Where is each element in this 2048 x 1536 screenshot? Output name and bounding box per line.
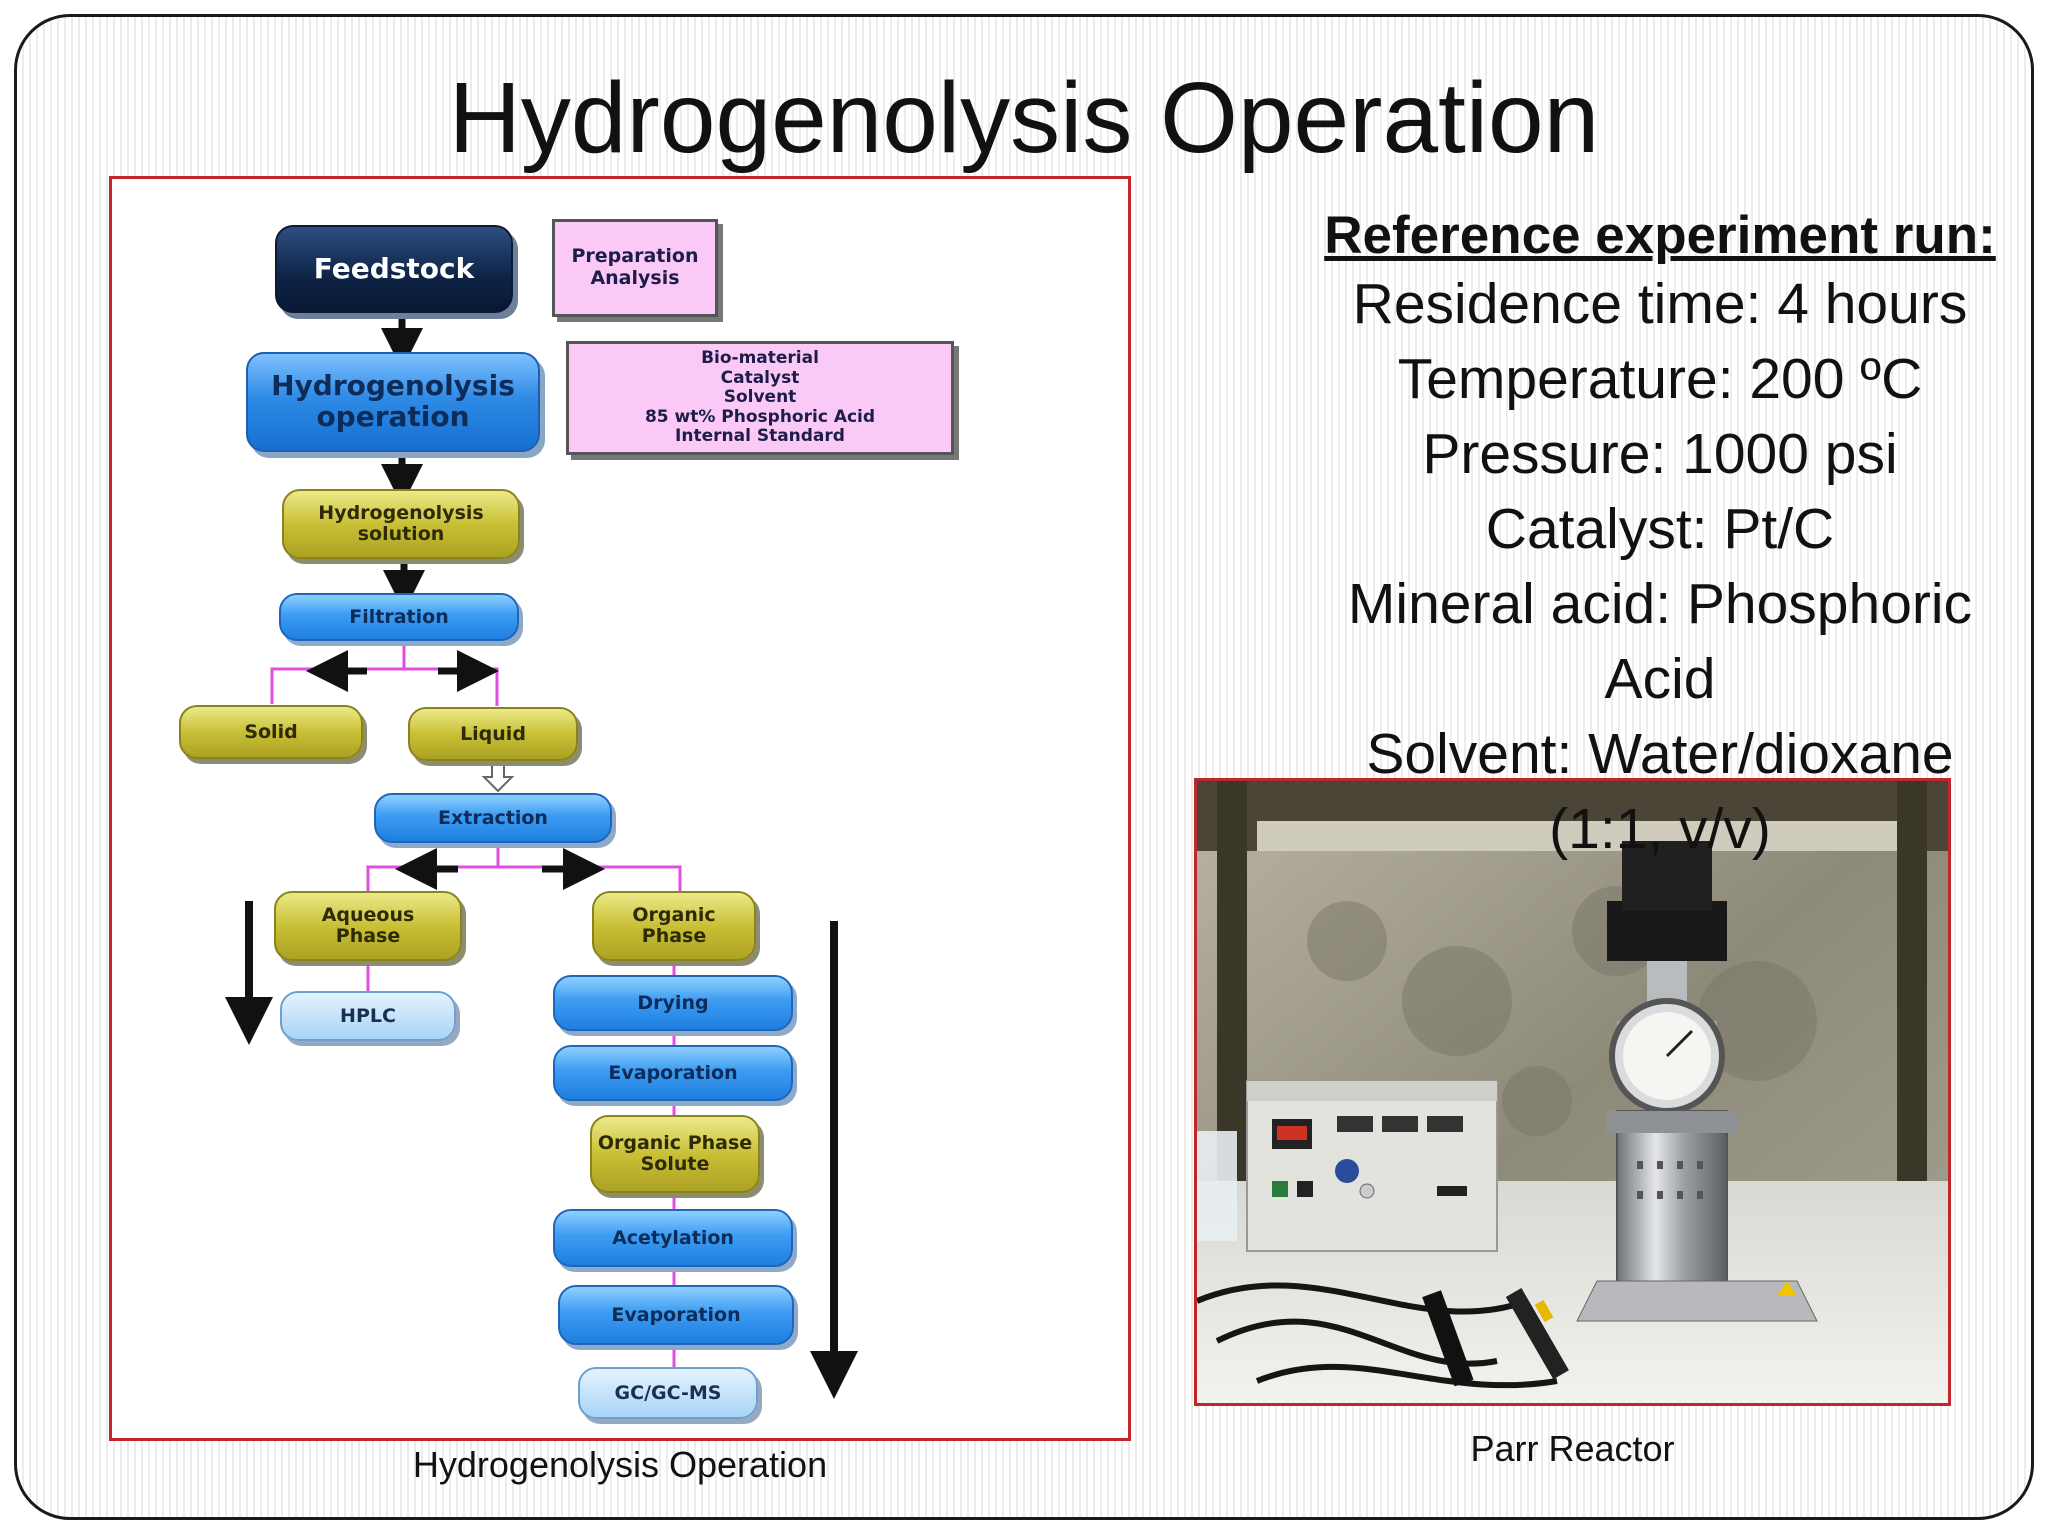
parr-reactor-photo [1194,778,1951,1406]
node-solid: Solid [179,705,363,759]
param-mineral-acid: Mineral acid: Phosphoric [1347,572,1973,636]
param-mineral-acid-cont: Acid [1604,647,1716,711]
node-drying: Drying [553,975,793,1031]
reference-run-heading: Reference experiment run: [1324,206,1996,265]
slide-title: Hydrogenolysis Operation [448,62,1600,174]
node-organic-phase: Organic Phase [592,891,756,961]
param-solvent: Solvent: Water/dioxane [1366,722,1954,786]
param-temperature: Temperature: 200 ºC [1397,347,1923,411]
reference-run-panel: Reference experiment run: Residence time… [1075,205,2048,867]
param-pressure: Pressure: 1000 psi [1422,422,1898,486]
node-hplc: HPLC [280,991,456,1041]
param-residence-time: Residence time: 4 hours [1352,272,1968,336]
node-organic-phase-solute: Organic Phase Solute [590,1115,760,1193]
node-liquid: Liquid [408,707,578,761]
prep-analysis-box: Preparation Analysis [552,219,718,317]
flowchart-figure: Feedstock Preparation Analysis Hydrogeno… [109,176,1131,1441]
photo-caption: Parr Reactor [1470,1428,1675,1469]
node-evaporation-1: Evaporation [553,1045,793,1101]
node-acetylation: Acetylation [553,1209,793,1267]
node-evaporation-2: Evaporation [558,1285,794,1345]
down-arrows [381,315,425,612]
node-filtration: Filtration [279,593,519,641]
flowchart-caption: Hydrogenolysis Operation [412,1444,828,1485]
node-gc-ms: GC/GC-MS [578,1367,758,1419]
node-aqueous-phase: Aqueous Phase [274,891,462,961]
reactor-illustration [1197,781,1948,1403]
node-extraction: Extraction [374,793,612,843]
node-feedstock: Feedstock [275,225,513,313]
node-hydrogenolysis-solution: Hydrogenolysis solution [282,489,520,559]
side-arrows [225,901,858,1399]
liquid-to-extraction-arrow [481,760,515,793]
flowchart-connectors [225,315,858,1399]
node-hydrogenolysis-operation: Hydrogenolysis operation [246,352,540,452]
reaction-inputs-box: Bio-material Catalyst Solvent 85 wt% Pho… [566,341,954,455]
param-solvent-ratio: (1:1, v/v) [1549,797,1771,861]
param-catalyst: Catalyst: Pt/C [1485,497,1835,561]
